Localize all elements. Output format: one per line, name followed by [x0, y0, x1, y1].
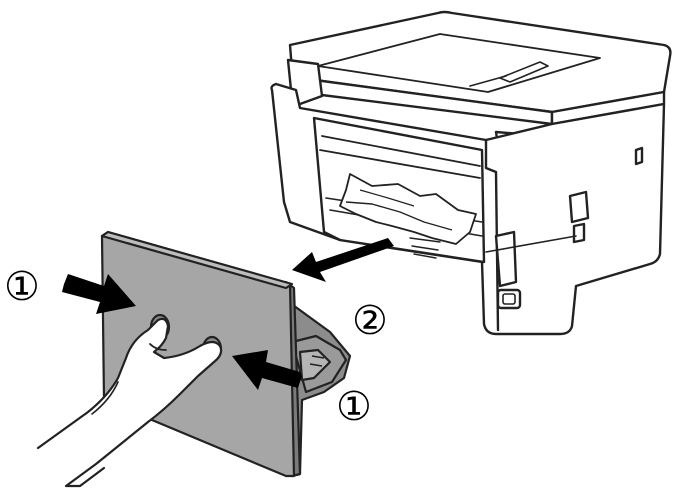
step-2-label: ②: [352, 298, 388, 344]
step-1-label-left: ①: [4, 264, 40, 310]
printer-icon: [272, 12, 671, 334]
pull-arrow-icon: [292, 238, 394, 282]
power-port-icon: [498, 290, 520, 308]
step-1-label-right: ①: [336, 384, 372, 430]
